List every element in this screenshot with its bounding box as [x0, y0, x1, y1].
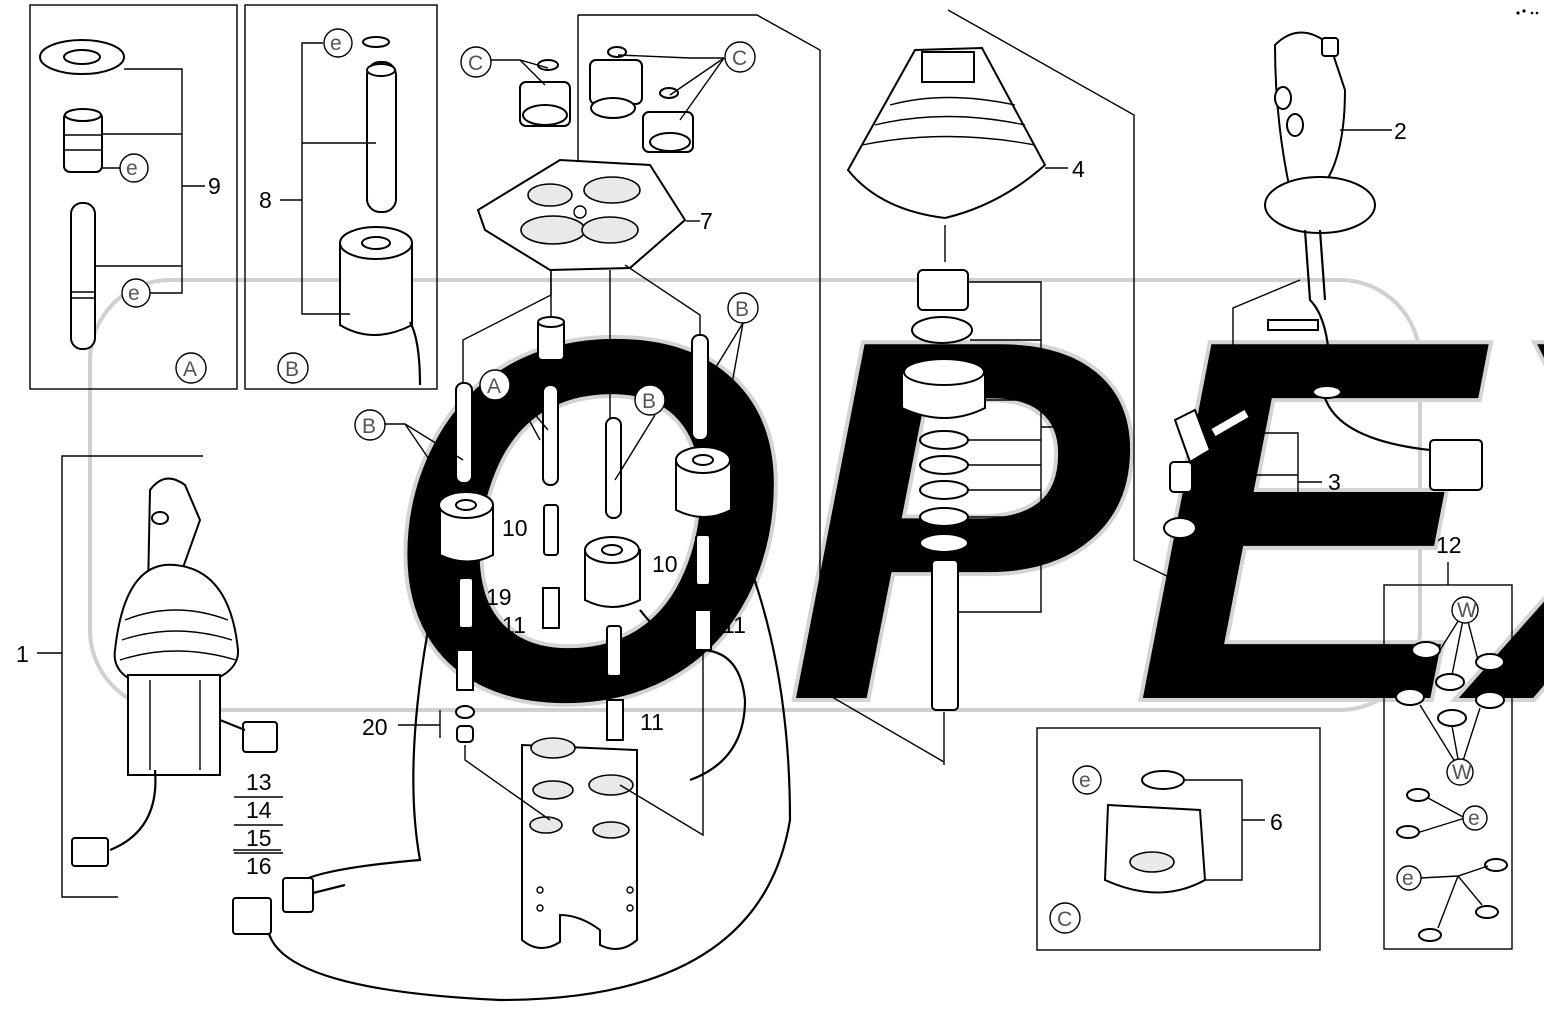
callout-5: 5 [1084, 414, 1097, 440]
callout-16: 16 [246, 853, 272, 879]
ref-bubble-a: A [175, 352, 207, 384]
ref-bubble-e: e [1462, 805, 1488, 831]
svg-text:C: C [468, 52, 483, 75]
callout-11: 11 [640, 709, 664, 735]
spring [456, 587, 712, 741]
watermark: OPEX [88, 228, 1544, 813]
callout-10: 10 [502, 515, 528, 541]
callout-2: 2 [1394, 118, 1407, 144]
ref-bubble-b: B [277, 352, 309, 384]
joystick-handle [1163, 31, 1483, 539]
valve-plate-assembly [232, 14, 945, 1002]
callout-10: 10 [652, 551, 678, 577]
callout-7: 7 [700, 208, 713, 234]
callout-9: 9 [208, 173, 221, 199]
ref-bubble-e: e [121, 278, 151, 308]
svg-text:C: C [1057, 908, 1072, 931]
svg-text:e: e [330, 32, 342, 55]
detail-box-c [1036, 727, 1321, 951]
callout-17-18: 17 / 18 [1407, 375, 1477, 401]
ref-bubble-b: B [727, 292, 759, 324]
rubber-boot-and-shaft [846, 9, 1176, 765]
svg-text:e: e [126, 157, 138, 180]
svg-text:B: B [285, 358, 299, 381]
detail-box-a [29, 4, 238, 390]
svg-text:e: e [1079, 769, 1091, 792]
callout-10: 10 [562, 664, 588, 690]
callout-1: 1 [16, 641, 29, 667]
callout-4: 4 [1072, 156, 1085, 182]
corner-mark [1516, 9, 1539, 15]
callout-15: 15 [246, 825, 272, 851]
callout-3: 3 [1328, 469, 1341, 495]
callout-13: 13 [246, 769, 272, 795]
svg-text:B: B [642, 390, 656, 413]
svg-text:B: B [735, 298, 749, 321]
svg-text:W: W [1457, 599, 1477, 622]
ref-bubble-e: e [1072, 765, 1102, 795]
svg-text:B: B [362, 415, 376, 438]
callout-8: 8 [259, 187, 272, 213]
detail-box-b [244, 4, 438, 390]
svg-text:A: A [487, 375, 501, 398]
svg-text:e: e [1402, 867, 1414, 890]
ref-bubble-e: e [1396, 865, 1422, 891]
ref-bubble-a: A [479, 369, 511, 401]
ref-bubble-w: W [1451, 596, 1479, 624]
callout-11: 11 [502, 612, 526, 638]
callout-6: 6 [1270, 809, 1283, 835]
svg-text:W: W [1452, 761, 1472, 784]
ref-bubble-w: W [1446, 758, 1474, 786]
ref-bubble-c: C [724, 41, 756, 73]
callout-12: 12 [1436, 532, 1462, 558]
svg-text:C: C [732, 47, 747, 70]
joystick-assembly [37, 455, 278, 898]
callout-20: 20 [362, 714, 388, 740]
ref-bubble-b: B [634, 384, 666, 416]
callout-14: 14 [246, 797, 272, 823]
callout-19: 19 [486, 584, 512, 610]
svg-text:A: A [183, 358, 197, 381]
svg-text:e: e [1468, 807, 1480, 830]
ref-bubble-b: B [354, 409, 386, 441]
ref-bubble-c: C [460, 46, 492, 78]
ref-bubble-e: e [323, 28, 353, 58]
ref-bubble-c: C [1049, 902, 1081, 934]
ref-bubble-e: e [119, 153, 149, 183]
svg-text:e: e [128, 282, 140, 305]
callout-11: 11 [722, 612, 746, 638]
callout-11: 11 [488, 649, 512, 675]
